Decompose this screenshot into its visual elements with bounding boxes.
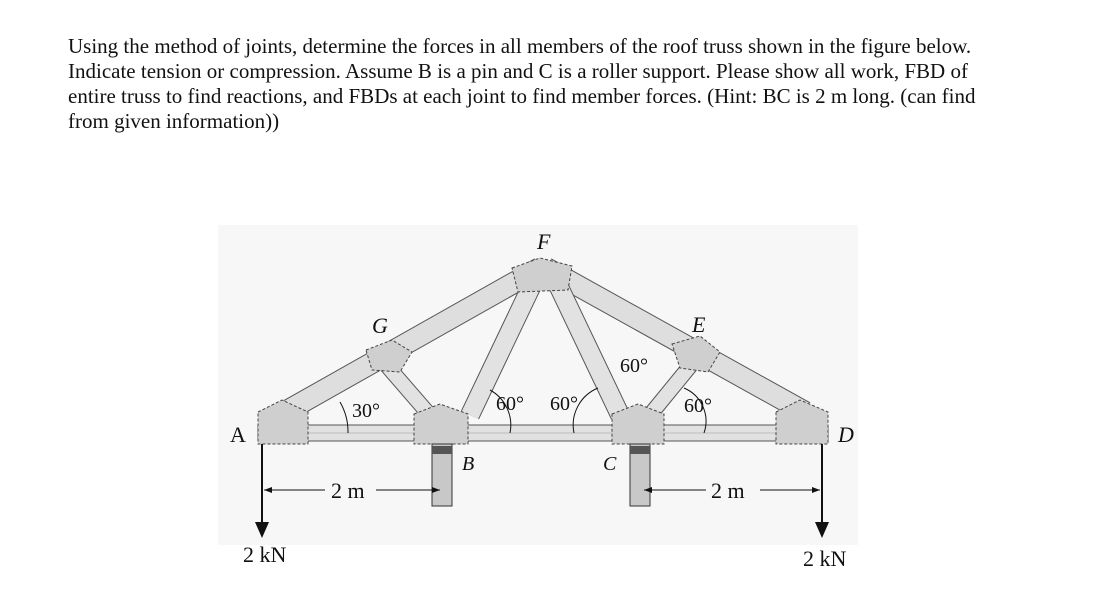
- gusset-C: [611, 403, 665, 445]
- dimension-label-left: 2 m: [331, 478, 365, 503]
- gusset-F: [511, 257, 573, 293]
- dimension-label-right: 2 m: [711, 478, 745, 503]
- gusset-B: [413, 403, 469, 445]
- angle-label-C-left: 60°: [550, 393, 578, 415]
- angle-label-B: 60°: [496, 393, 524, 415]
- gusset-A: [257, 399, 309, 445]
- angle-arc-C-left: [572, 387, 599, 434]
- gusset-D: [775, 399, 829, 445]
- angle-label-A: 30°: [352, 400, 380, 422]
- gusset-E: [671, 335, 721, 373]
- load-label-D: 2 kN: [803, 546, 847, 571]
- label-C: C: [603, 453, 617, 475]
- label-B: B: [462, 453, 474, 475]
- angle-arc-E: [683, 387, 707, 434]
- angle-label-C-right: 60°: [620, 355, 648, 377]
- label-F: F: [536, 229, 551, 254]
- label-A: A: [230, 422, 246, 447]
- label-D: D: [837, 422, 854, 447]
- problem-text: Using the method of joints, determine th…: [68, 34, 976, 133]
- gusset-G: [365, 339, 413, 373]
- load-label-A: 2 kN: [243, 542, 287, 567]
- label-G: G: [372, 313, 388, 338]
- angle-arc-A: [339, 401, 349, 434]
- angle-arc-B: [489, 389, 512, 434]
- angle-label-E: 60°: [684, 395, 712, 417]
- problem-statement: Using the method of joints, determine th…: [68, 34, 1018, 134]
- label-E: E: [691, 312, 706, 337]
